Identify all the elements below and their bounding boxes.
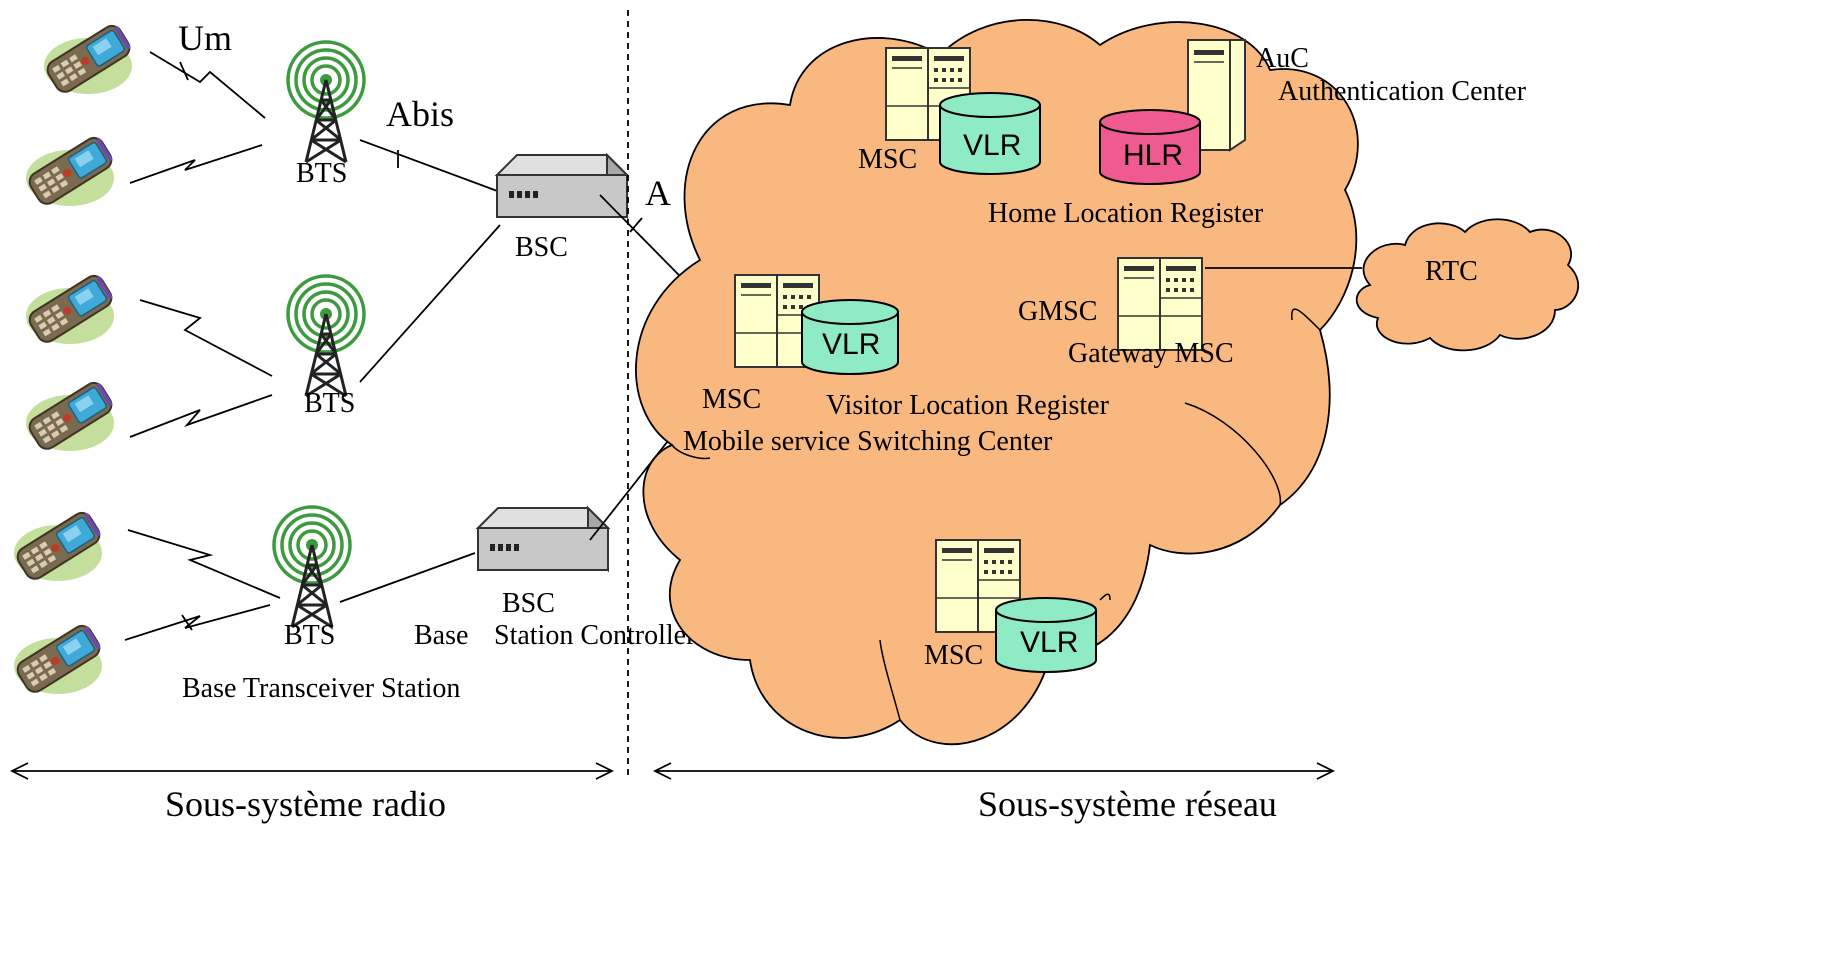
a-interface-label: A: [645, 173, 671, 213]
vlr-full-name: Visitor Location Register: [826, 390, 1110, 421]
subsystem-arrows: [9, 762, 1336, 780]
phone-icon: [24, 378, 117, 454]
bsc-full-prefix: Base: [414, 620, 468, 651]
gmsc-label: GMSC: [1018, 296, 1097, 327]
phone-icon: [24, 271, 117, 347]
abis-interface-label: Abis: [386, 94, 454, 134]
bts-tower-icon: [272, 505, 352, 629]
radio-subsystem-label: Sous-système radio: [165, 784, 446, 824]
phone-icon: [12, 621, 105, 697]
phone-icon: [12, 508, 105, 584]
hlr-full-name: Home Location Register: [988, 198, 1264, 229]
vlr-database-icon: [801, 299, 899, 375]
bsc-label: BSC: [515, 232, 568, 263]
network-subsystem: VLR MSC HLR AuC Authentication Center Ho…: [635, 19, 1580, 746]
vlr-database-icon: [939, 92, 1041, 175]
bsc-full-name: Station Controller: [494, 620, 696, 651]
bts-full-name: Base Transceiver Station: [182, 673, 460, 704]
vlr-label: VLR: [963, 129, 1021, 162]
msc-label: MSC: [924, 640, 983, 671]
msc-label: MSC: [702, 384, 761, 415]
bts-tower-icon: [286, 274, 366, 398]
bts-label: BTS: [284, 620, 335, 651]
bsc-box-icon: [477, 507, 609, 571]
gmsc-server-icon: [1117, 257, 1203, 351]
vlr-database-icon: [995, 597, 1097, 673]
gmsc-full-name: Gateway MSC: [1068, 338, 1234, 369]
hlr-label: HLR: [1123, 139, 1183, 172]
bts-tower-icon: [286, 40, 366, 164]
phone-icon: [24, 133, 117, 209]
bts-label: BTS: [296, 158, 347, 189]
auc-full-name: Authentication Center: [1278, 76, 1527, 107]
auc-label: AuC: [1256, 43, 1309, 74]
radio-link-lines: [124, 51, 281, 641]
cloud-detail-arcs: [671, 308, 1321, 721]
phone-icon: [42, 21, 135, 97]
bsc-box-icon: [496, 154, 628, 218]
bsc-label: BSC: [502, 588, 555, 619]
abis-link-lines: [339, 139, 501, 603]
rtc-cloud: [1355, 218, 1580, 352]
radio-subsystem: Um Abis A BTS BTS BTS Base Transceiver S…: [12, 18, 739, 704]
hlr-database-icon: [1099, 109, 1201, 185]
vlr-label: VLR: [822, 328, 880, 361]
msc-label: MSC: [858, 144, 917, 175]
bts-label: BTS: [304, 388, 355, 419]
um-interface-label: Um: [178, 18, 232, 58]
rtc-label: RTC: [1425, 256, 1478, 287]
vlr-label: VLR: [1020, 626, 1078, 659]
network-subsystem-label: Sous-système réseau: [978, 784, 1277, 824]
msc-full-name: Mobile service Switching Center: [683, 426, 1053, 457]
